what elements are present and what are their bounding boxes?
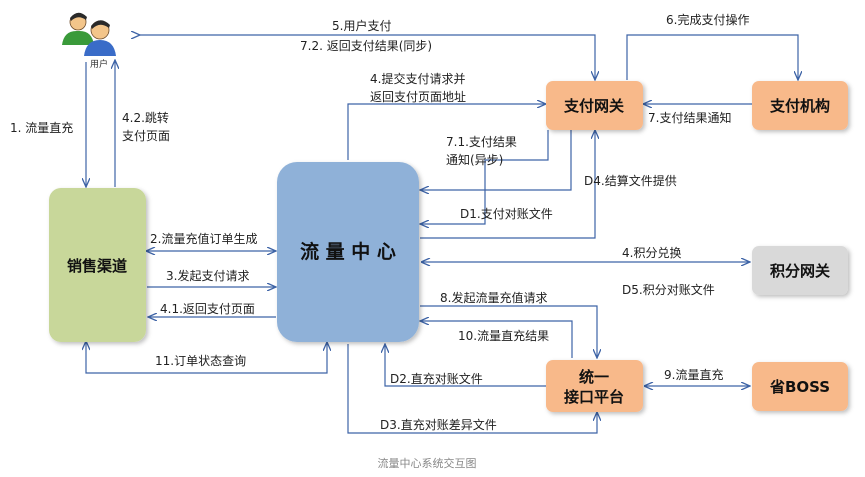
label-d2-file: D2.直充对账文件 bbox=[390, 371, 483, 386]
edge-submit-payment bbox=[347, 104, 546, 160]
user-label: 用户 bbox=[90, 58, 108, 70]
label-direct-recharge: 9.流量直充 bbox=[664, 367, 723, 382]
points-gateway-label: 积分网关 bbox=[770, 262, 830, 280]
edge-order-status bbox=[86, 342, 327, 374]
edge-recharge-result bbox=[420, 321, 573, 358]
sales-channel-label: 销售渠道 bbox=[67, 257, 127, 275]
edge-d3-file bbox=[347, 344, 597, 434]
label-recharge-result: 10.流量直充结果 bbox=[458, 328, 549, 343]
label-return-page: 4.1.返回支付页面 bbox=[160, 302, 255, 316]
label-order-status: 11.订单状态查询 bbox=[155, 354, 246, 368]
label-points-exchange: 4.积分兑换 bbox=[622, 246, 681, 260]
unified-platform-label-line2: 接口平台 bbox=[564, 388, 624, 406]
label-d4-file: D4.结算文件提供 bbox=[584, 173, 677, 188]
flow-center-box bbox=[277, 162, 419, 342]
payment-institution-label: 支付机构 bbox=[769, 97, 830, 115]
province-boss-box bbox=[752, 362, 848, 411]
unified-platform-box bbox=[546, 360, 643, 412]
edge-user-payment bbox=[140, 35, 595, 80]
diagram-caption: 流量中心系统交互图 bbox=[378, 456, 477, 470]
label-redirect-1: 4.2.跳转 bbox=[122, 110, 169, 125]
edge-async-notify bbox=[420, 130, 572, 190]
label-d3-file: D3.直充对账差异文件 bbox=[380, 417, 497, 432]
edge-d4-file bbox=[420, 130, 595, 239]
edge-d2-file bbox=[385, 344, 546, 387]
label-complete-payment: 6.完成支付操作 bbox=[666, 12, 749, 27]
label-payment-request: 3.发起支付请求 bbox=[166, 268, 249, 283]
flow-center-label: 流 量 中 心 bbox=[300, 240, 396, 263]
label-async-notify-2: 通知(异步) bbox=[446, 153, 503, 167]
label-recharge-request: 8.发起流量充值请求 bbox=[440, 290, 547, 305]
label-flow-recharge: 1. 流量直充 bbox=[10, 120, 73, 135]
payment-gateway-box bbox=[546, 81, 643, 130]
label-payment-notify: 7.支付结果通知 bbox=[648, 111, 731, 125]
payment-gateway-label: 支付网关 bbox=[563, 97, 624, 115]
label-return-sync: 7.2. 返回支付结果(同步) bbox=[300, 39, 432, 53]
label-d5-file: D5.积分对账文件 bbox=[622, 282, 715, 297]
province-boss-label: 省BOSS bbox=[769, 378, 830, 396]
edge-complete-payment bbox=[626, 34, 798, 80]
payment-institution-box bbox=[752, 81, 848, 130]
user-icon bbox=[62, 12, 116, 56]
label-redirect-2: 支付页面 bbox=[122, 129, 170, 143]
label-order-create: 2.流量充值订单生成 bbox=[150, 231, 257, 246]
unified-platform-label-line1: 统一 bbox=[579, 368, 609, 386]
edge-recharge-request bbox=[420, 305, 597, 358]
label-submit-payment-2: 返回支付页面地址 bbox=[370, 90, 466, 104]
sales-channel-box bbox=[49, 188, 146, 342]
label-d1-file: D1.支付对账文件 bbox=[460, 206, 553, 221]
points-gateway-box bbox=[752, 246, 848, 295]
label-submit-payment-1: 4.提交支付请求并 bbox=[370, 71, 465, 86]
label-async-notify-1: 7.1.支付结果 bbox=[446, 135, 517, 149]
edge-d1-file bbox=[420, 130, 549, 224]
label-user-payment: 5.用户支付 bbox=[332, 18, 391, 33]
